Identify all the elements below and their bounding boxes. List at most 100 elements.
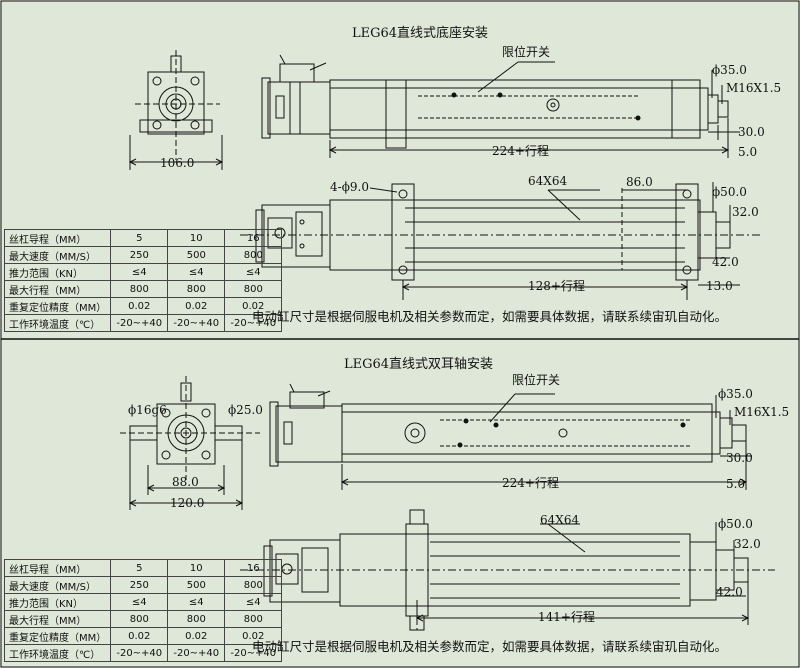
dim-dia50: ϕ50.0: [712, 185, 747, 199]
spec-value-cell: 0.02: [110, 627, 169, 645]
spec-value-cell: -20~+40: [110, 644, 169, 662]
dim-dia50-2: ϕ50.0: [718, 517, 753, 531]
spec-label-cell: 工作环境温度（℃）: [3, 644, 112, 662]
dim-holes: 4-ϕ9.0: [330, 180, 369, 194]
spec-row: 工作环境温度（℃）-20~+40-20~+40-20~+40: [3, 314, 283, 332]
dim-88: 88.0: [172, 475, 199, 489]
spec-value-cell: 16: [224, 229, 283, 247]
spec-value-cell: 800: [224, 576, 283, 594]
dim-32-2: 32.0: [734, 537, 761, 551]
note-base: 电动缸尺寸是根据伺服电机及相关参数而定，如需要具体数据，请联系续宙玑自动化。: [252, 309, 728, 324]
plan-view-trunnion: [240, 509, 775, 631]
spec-value-cell: 16: [224, 559, 283, 577]
dim-30-2: 30.0: [726, 451, 753, 465]
section-title-trunnion: LEG64直线式双耳轴安装: [344, 357, 494, 372]
dim-64x64-2: 64X64: [540, 513, 580, 527]
limit-switch-label-2: 限位开关: [512, 373, 561, 387]
spec-value-cell: 800: [224, 610, 283, 628]
dim-13: 13.0: [706, 279, 733, 293]
dim-stroke-141: 141+行程: [538, 610, 595, 624]
spec-value-cell: -20~+40: [224, 644, 283, 662]
limit-switch-label: 限位开关: [502, 45, 551, 59]
spec-value-cell: 0.02: [167, 627, 226, 645]
spec-value-cell: ≤4: [110, 263, 169, 281]
spec-value-cell: -20~+40: [167, 644, 226, 662]
spec-value-cell: 10: [167, 559, 226, 577]
dim-42-2: 42.0: [716, 585, 743, 599]
spec-value-cell: -20~+40: [224, 314, 283, 332]
spec-value-cell: 0.02: [167, 297, 226, 315]
plan-view-base: [240, 182, 760, 300]
spec-value-cell: 800: [224, 246, 283, 264]
spec-value-cell: ≤4: [224, 593, 283, 611]
spec-value-cell: 800: [110, 610, 169, 628]
note-trunnion: 电动缸尺寸是根据伺服电机及相关参数而定，如需要具体数据，请联系续宙玑自动化。: [252, 639, 728, 654]
spec-value-cell: ≤4: [167, 263, 226, 281]
side-view-trunnion: [269, 383, 752, 490]
spec-row: 推力范围（KN）≤4≤4≤4: [3, 593, 283, 611]
spec-value-cell: 800: [224, 280, 283, 298]
spec-value-cell: 500: [167, 576, 226, 594]
dim-120: 120.0: [170, 496, 205, 510]
dim-106: 106.0: [160, 156, 195, 170]
dim-64x64: 64X64: [528, 174, 568, 188]
dim-dia35: ϕ35.0: [712, 63, 747, 77]
spec-label-cell: 最大速度（MM/S）: [3, 246, 112, 264]
spec-label-cell: 最大行程（MM）: [3, 610, 112, 628]
end-view-base: [128, 50, 224, 170]
dim-32: 32.0: [732, 205, 759, 219]
spec-value-cell: 5: [110, 229, 169, 247]
dim-stroke-128: 128+行程: [528, 279, 585, 293]
spec-label-cell: 丝杠导程（MM）: [3, 229, 112, 247]
spec-value-cell: 800: [110, 280, 169, 298]
dim-5: 5.0: [738, 145, 758, 159]
dim-dia25: ϕ25.0: [228, 403, 263, 417]
spec-row: 推力范围（KN）≤4≤4≤4: [3, 263, 283, 281]
dim-m16-2: M16X1.5: [734, 405, 790, 419]
spec-value-cell: -20~+40: [167, 314, 226, 332]
spec-value-cell: 250: [110, 246, 169, 264]
spec-value-cell: 500: [167, 246, 226, 264]
dim-dia35-2: ϕ35.0: [718, 387, 753, 401]
spec-value-cell: ≤4: [110, 593, 169, 611]
spec-label-cell: 丝杠导程（MM）: [3, 559, 112, 577]
spec-value-cell: ≤4: [224, 263, 283, 281]
dim-dia16: ϕ16g6: [128, 403, 167, 417]
spec-label-cell: 工作环境温度（℃）: [3, 314, 112, 332]
spec-value-cell: 0.02: [110, 297, 169, 315]
spec-value-cell: 800: [167, 280, 226, 298]
spec-value-cell: 5: [110, 559, 169, 577]
spec-value-cell: 800: [167, 610, 226, 628]
dim-30: 30.0: [738, 125, 765, 139]
spec-label-cell: 推力范围（KN）: [3, 263, 112, 281]
spec-label-cell: 重复定位精度（MM）: [3, 627, 112, 645]
side-view-base: [261, 54, 740, 158]
dim-86: 86.0: [626, 175, 653, 189]
spec-label-cell: 重复定位精度（MM）: [3, 297, 112, 315]
dim-stroke-224-2: 224+行程: [502, 476, 559, 490]
dim-5-2: 5.0: [726, 477, 746, 491]
end-view-trunnion: [120, 376, 260, 510]
spec-label-cell: 最大速度（MM/S）: [3, 576, 112, 594]
spec-value-cell: 10: [167, 229, 226, 247]
dim-m16: M16X1.5: [726, 81, 782, 95]
dim-42: 42.0: [712, 255, 739, 269]
spec-row: 工作环境温度（℃）-20~+40-20~+40-20~+40: [3, 644, 283, 662]
spec-value-cell: -20~+40: [110, 314, 169, 332]
spec-value-cell: 250: [110, 576, 169, 594]
spec-label-cell: 推力范围（KN）: [3, 593, 112, 611]
spec-value-cell: ≤4: [167, 593, 226, 611]
